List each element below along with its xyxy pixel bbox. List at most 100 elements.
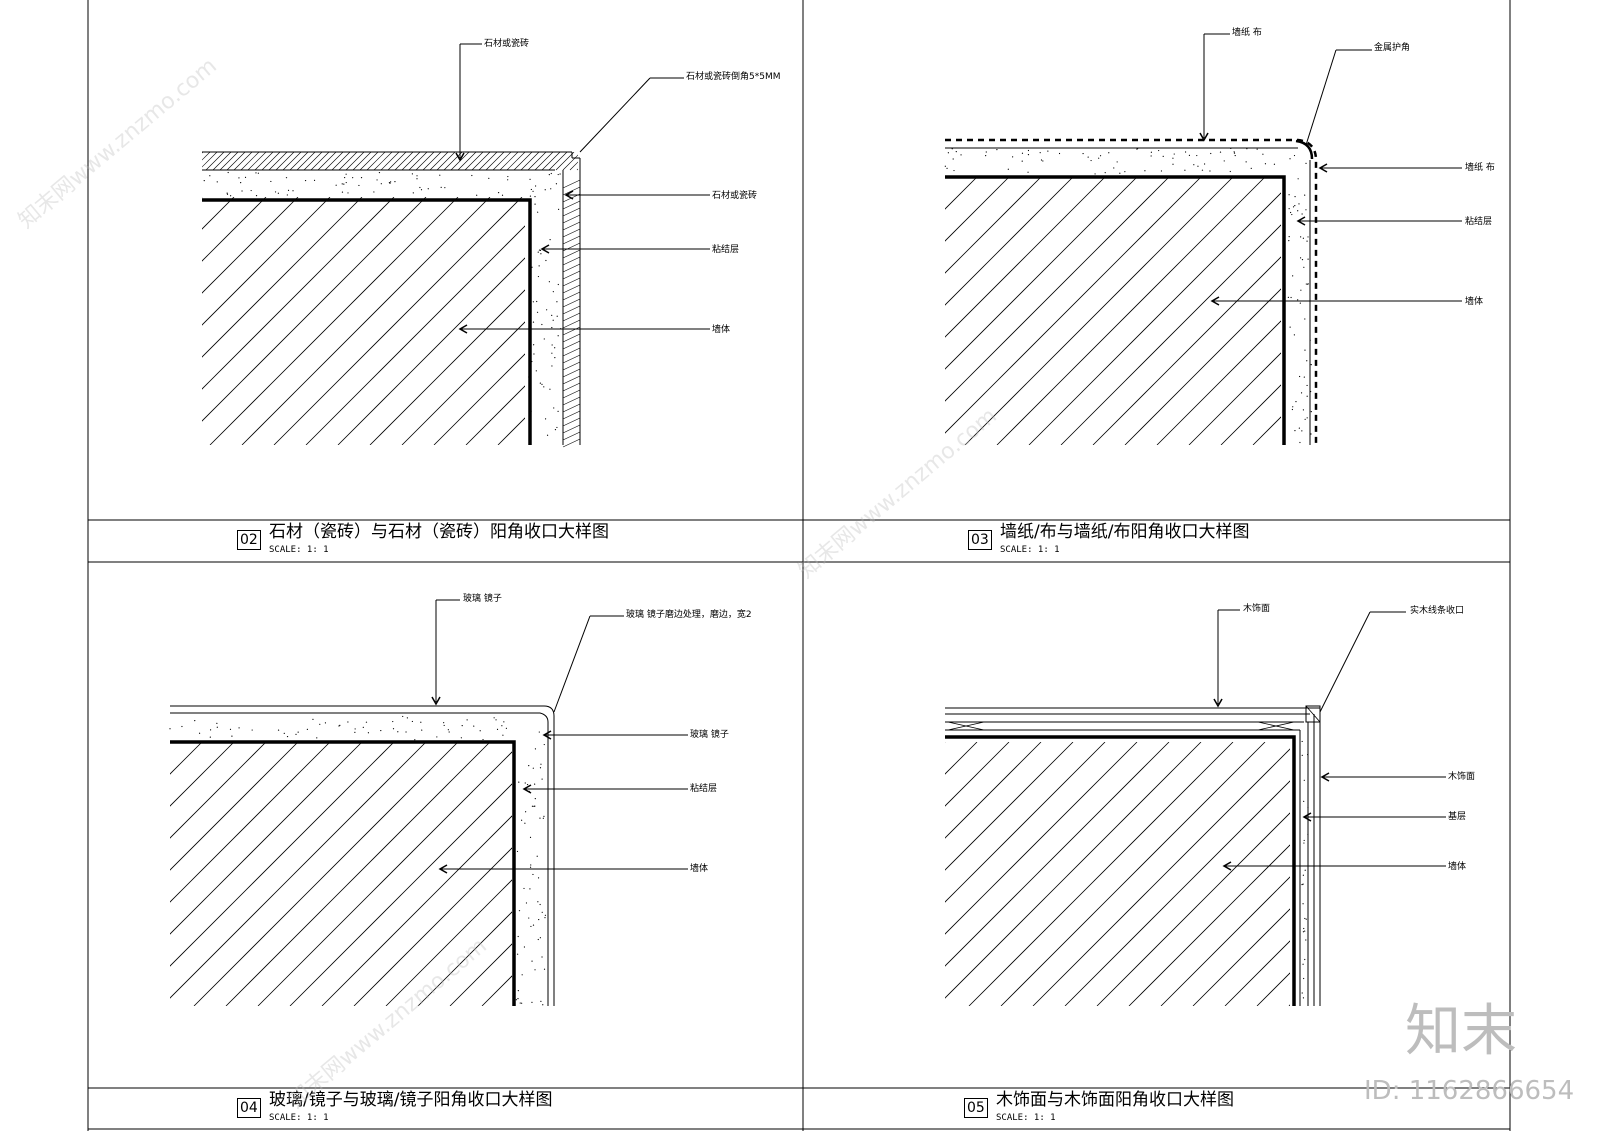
speckle bbox=[531, 805, 534, 807]
speckle bbox=[1304, 930, 1306, 932]
speckle bbox=[543, 386, 545, 388]
hatch-line bbox=[202, 152, 211, 161]
speckle bbox=[1172, 163, 1174, 165]
speckle bbox=[354, 728, 356, 730]
hatch-line bbox=[562, 431, 581, 441]
speckle bbox=[1119, 172, 1121, 174]
speckle bbox=[1264, 163, 1267, 165]
speckle bbox=[517, 935, 519, 938]
speckle bbox=[537, 877, 540, 879]
speckle bbox=[1209, 170, 1211, 172]
speckle bbox=[1302, 874, 1304, 876]
hatch-line bbox=[945, 742, 978, 775]
speckle bbox=[440, 186, 442, 188]
speckle bbox=[534, 748, 537, 750]
hatch-line bbox=[1128, 844, 1290, 1006]
speckle bbox=[535, 370, 537, 372]
speckle bbox=[295, 733, 297, 735]
speckle bbox=[1210, 152, 1212, 155]
watermark-logo: 知末 bbox=[1405, 999, 1517, 1064]
speckle bbox=[345, 181, 347, 184]
speckle bbox=[530, 864, 532, 866]
hatch-line bbox=[562, 284, 581, 294]
speckle bbox=[516, 850, 519, 853]
hatch-line bbox=[1224, 940, 1290, 1006]
hatch-line bbox=[164, 152, 182, 170]
hatch-line bbox=[945, 742, 1202, 999]
callout-label: 粘结层 bbox=[1465, 217, 1493, 227]
speckle bbox=[543, 338, 545, 340]
speckle bbox=[540, 1000, 542, 1002]
speckle bbox=[537, 275, 540, 278]
speckle bbox=[313, 179, 316, 182]
speckle bbox=[1293, 334, 1295, 336]
hatch-line bbox=[520, 152, 540, 171]
callout-label: 石材或瓷砖 bbox=[712, 191, 758, 201]
hatch-line bbox=[562, 277, 581, 287]
speckle bbox=[1294, 196, 1296, 198]
speckle bbox=[521, 819, 523, 821]
speckle bbox=[534, 798, 536, 800]
speckle bbox=[1104, 172, 1106, 174]
speckle bbox=[229, 728, 232, 730]
speckle bbox=[1197, 165, 1199, 167]
speckle bbox=[392, 720, 394, 723]
speckle bbox=[495, 719, 497, 721]
speckle bbox=[543, 815, 545, 817]
speckle bbox=[231, 735, 233, 737]
speckle bbox=[1287, 296, 1289, 298]
hatch-line bbox=[945, 742, 1074, 871]
speckle bbox=[537, 901, 539, 903]
speckle bbox=[541, 778, 543, 780]
speckle bbox=[524, 822, 526, 824]
hatch-line bbox=[380, 152, 400, 171]
speckle bbox=[525, 902, 528, 904]
speckle bbox=[354, 731, 356, 733]
speckle bbox=[216, 722, 218, 724]
speckle bbox=[534, 203, 536, 205]
speckle bbox=[550, 188, 552, 190]
hatch-line bbox=[373, 152, 393, 171]
speckle bbox=[1310, 433, 1312, 435]
hatch-line bbox=[996, 177, 1266, 445]
speckle bbox=[286, 194, 288, 196]
speckle bbox=[181, 725, 183, 728]
wall-hatch bbox=[170, 742, 512, 1006]
leader-arrow bbox=[1210, 296, 1220, 306]
speckle bbox=[541, 383, 543, 385]
hatch-line bbox=[945, 177, 1202, 434]
speckle bbox=[532, 924, 535, 926]
speckle bbox=[1303, 376, 1305, 378]
speckle bbox=[411, 173, 413, 175]
detail-05-wood-corner bbox=[945, 705, 1321, 1006]
speckle bbox=[552, 291, 554, 293]
hatch-line bbox=[945, 742, 1042, 839]
speckle bbox=[1219, 151, 1222, 153]
speckle bbox=[1047, 150, 1049, 152]
leader-arrow bbox=[522, 784, 532, 794]
glass-edge bbox=[170, 712, 549, 723]
speckle bbox=[953, 169, 955, 172]
hatch-line bbox=[945, 742, 1170, 967]
speckle bbox=[420, 189, 423, 191]
hatch-line bbox=[945, 177, 978, 210]
speckle bbox=[476, 194, 478, 196]
detail-03-wallpaper-corner bbox=[944, 138, 1318, 445]
hatch-line bbox=[1096, 812, 1290, 1006]
speckle bbox=[1150, 155, 1152, 157]
speckle bbox=[1250, 167, 1252, 170]
speckle bbox=[1303, 977, 1305, 980]
hatch-line bbox=[562, 347, 581, 357]
hatch-line bbox=[449, 943, 512, 1006]
speckle bbox=[530, 188, 532, 191]
callout-label: 墙纸 布 bbox=[1232, 28, 1262, 38]
hatch-line bbox=[464, 152, 484, 171]
leader-arrow bbox=[438, 864, 448, 874]
speckle bbox=[1305, 209, 1307, 211]
callout-label: 墙体 bbox=[690, 864, 709, 874]
hatch-line bbox=[366, 152, 386, 171]
speckle bbox=[539, 817, 541, 819]
hatch-line bbox=[562, 305, 581, 315]
callout-label: 墙体 bbox=[1465, 297, 1484, 307]
